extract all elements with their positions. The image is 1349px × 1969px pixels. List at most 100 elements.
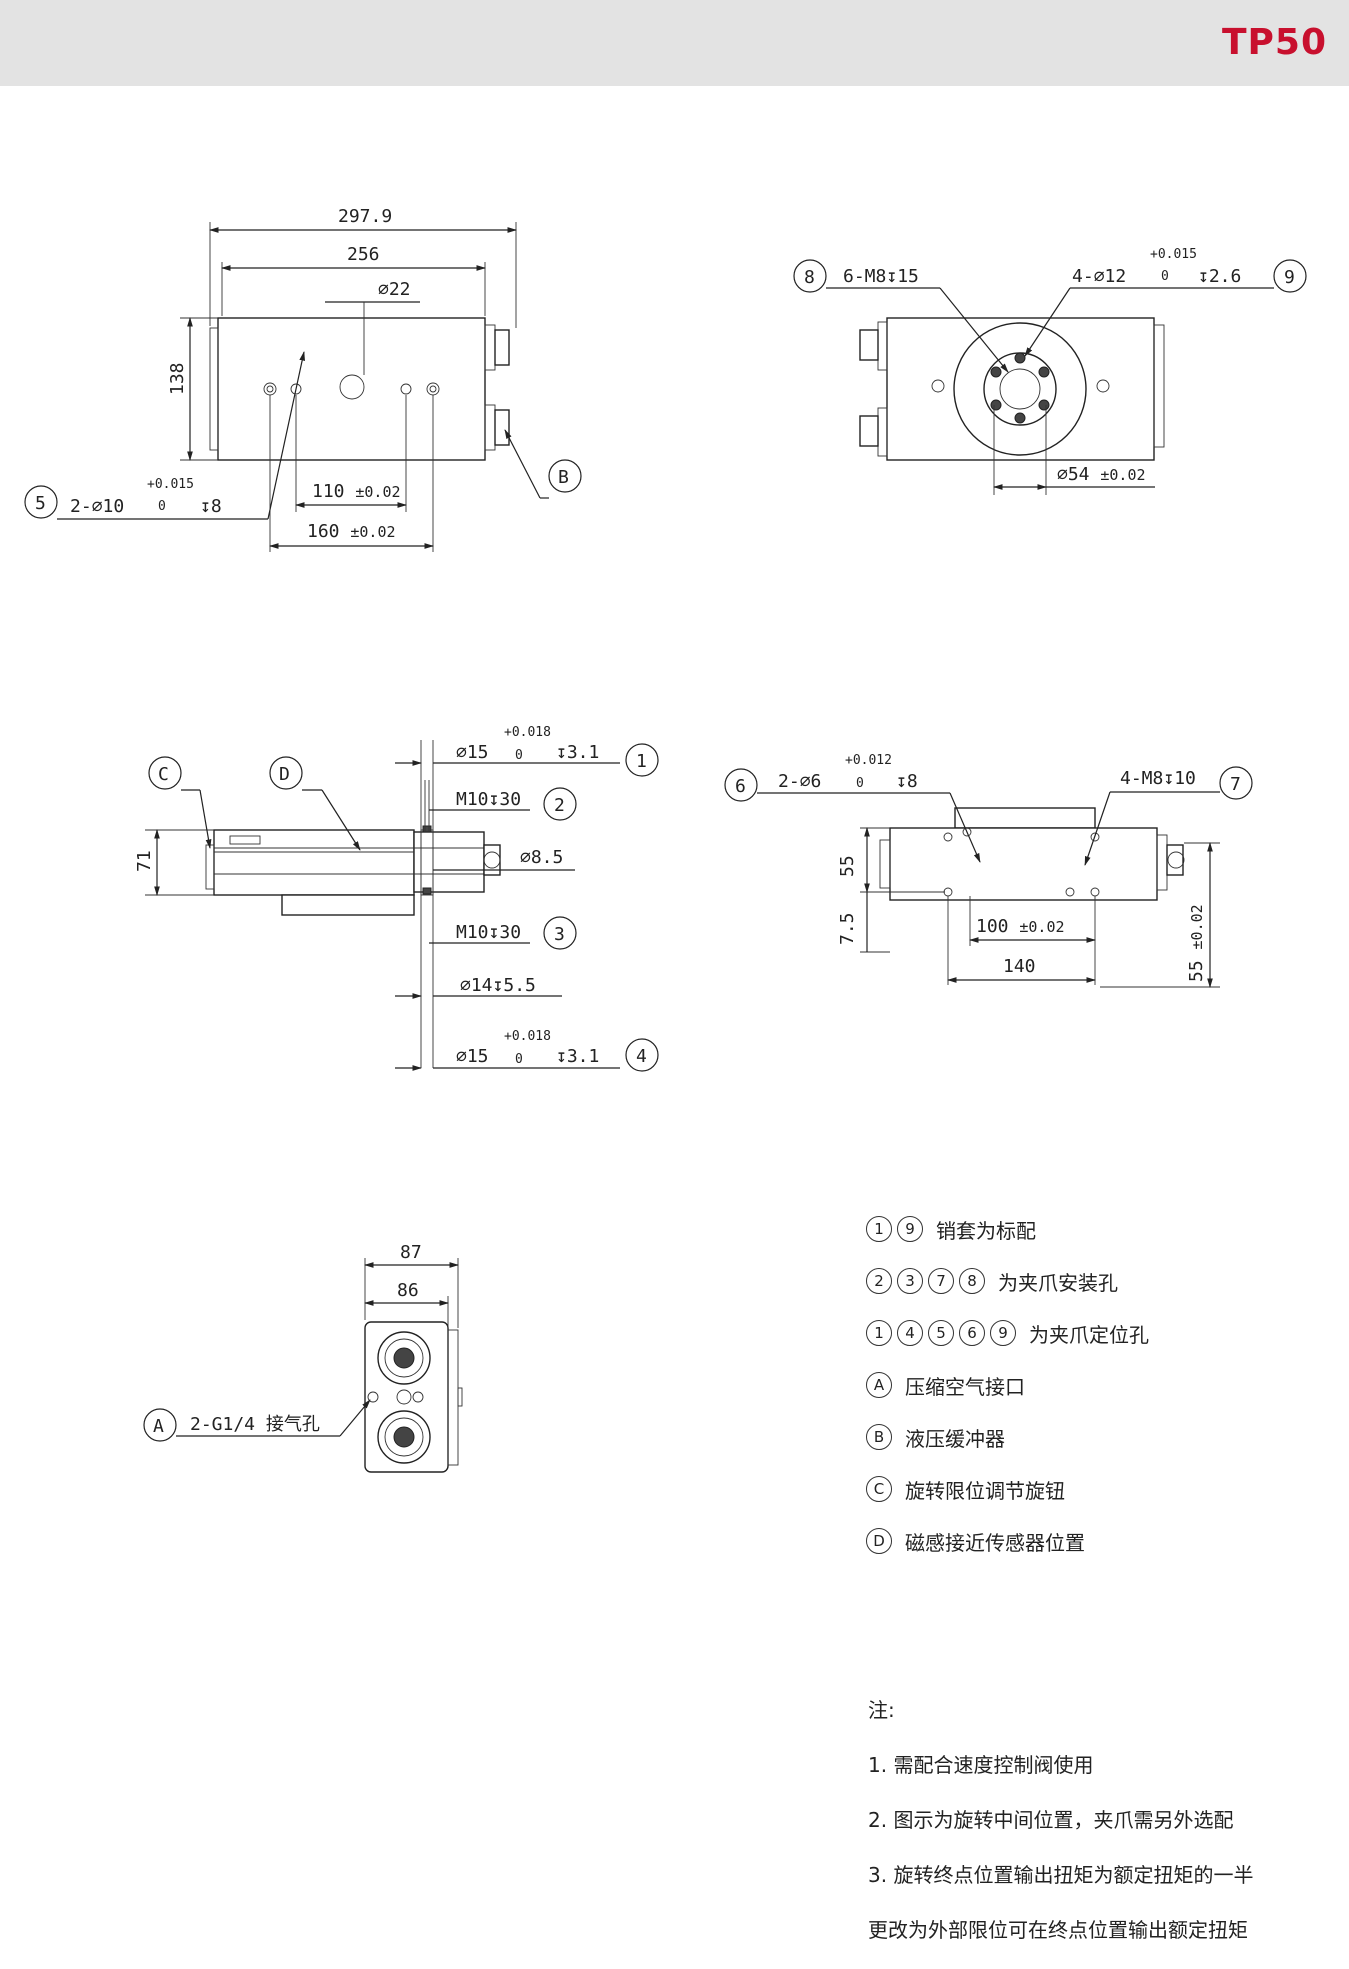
legend-callout-number: 6 [959,1320,985,1346]
svg-text:4-⌀12: 4-⌀12 [1072,266,1126,287]
legend-text: 磁感接近传感器位置 [905,1530,1085,1555]
legend-row: A 压缩空气接口 [866,1371,1149,1399]
svg-text:⌀8.5: ⌀8.5 [520,847,563,868]
dim-body-length: 256 [347,244,380,265]
svg-text:↧2.6: ↧2.6 [1198,266,1241,287]
legend-callout-number: 9 [897,1216,923,1242]
svg-text:+0.012: +0.012 [845,753,892,768]
svg-text:2-⌀6: 2-⌀6 [778,771,821,792]
svg-text:2-G1/4 接气孔: 2-G1/4 接气孔 [190,1414,320,1435]
svg-text:2-⌀10: 2-⌀10 [70,496,124,517]
svg-text:0: 0 [856,776,864,791]
svg-text:0: 0 [158,499,166,514]
legend-row: D 磁感接近传感器位置 [866,1527,1149,1555]
svg-text:+0.015: +0.015 [1150,247,1197,262]
svg-text:55: 55 [837,855,858,877]
svg-text:0: 0 [1161,269,1169,284]
svg-text:1: 1 [636,751,647,772]
svg-text:2: 2 [554,795,565,816]
svg-text:↧8: ↧8 [200,496,222,517]
svg-text:87: 87 [400,1242,422,1263]
legend-callout-number: 8 [959,1268,985,1294]
svg-text:M10↧30: M10↧30 [456,789,521,810]
legend-callout-number: 1 [866,1320,892,1346]
legend-callout-number: 3 [897,1268,923,1294]
svg-text:0: 0 [515,748,523,763]
legend-callout-number: B [866,1424,892,1450]
legend-text: 旋转限位调节旋钮 [905,1478,1065,1503]
svg-text:+0.018: +0.018 [504,725,551,740]
top-view: 297.9 256 ⌀22 138 110 ±0.02 160 ±0.02 5 … [24,206,582,552]
port-view: 87 86 A 2-G1/4 接气孔 [143,1242,463,1473]
legend-callout-number: D [866,1528,892,1554]
svg-text:7.5: 7.5 [837,912,858,945]
svg-text:A: A [153,1416,164,1437]
legend-text: 为夹爪安装孔 [998,1270,1118,1295]
svg-text:6-M8↧15: 6-M8↧15 [843,266,919,287]
note-line-4: 更改为外部限位可在终点位置输出额定扭矩 [868,1918,1248,1942]
legend-row: C 旋转限位调节旋钮 [866,1475,1149,1503]
svg-text:7: 7 [1230,774,1241,795]
svg-text:D: D [279,764,290,785]
svg-text:86: 86 [397,1280,419,1301]
header-bar [0,0,1349,86]
legend-callout-number: 2 [866,1268,892,1294]
dim-overall-length: 297.9 [338,206,392,227]
svg-text:B: B [558,467,569,488]
side-view: 71 C D ⌀15 +0.018 0 ↧3.1 1 M10↧30 2 ⌀8.5… [134,725,659,1072]
svg-text:6: 6 [735,776,746,797]
svg-text:100 ±0.02: 100 ±0.02 [976,916,1065,937]
svg-text:55 ±0.02: 55 ±0.02 [1186,904,1207,982]
svg-text:9: 9 [1284,267,1295,288]
svg-text:M10↧30: M10↧30 [456,922,521,943]
legend-callout-number: C [866,1476,892,1502]
note-line-3: 3. 旋转终点位置输出扭矩为额定扭矩的一半 [868,1863,1254,1887]
svg-text:↧3.1: ↧3.1 [556,742,599,763]
dim-height: 138 [167,362,188,395]
svg-text:⌀14↧5.5: ⌀14↧5.5 [460,975,536,996]
legend-callout-number: 4 [897,1320,923,1346]
svg-text:8: 8 [804,267,815,288]
legend-callout-number: A [866,1372,892,1398]
legend-callout-number: 5 [928,1320,954,1346]
svg-text:3: 3 [554,924,565,945]
svg-text:4: 4 [636,1046,647,1067]
svg-text:⌀15: ⌀15 [456,1046,489,1067]
legend-callout-number: 9 [990,1320,1016,1346]
dim-center-hole: 22 [389,279,411,300]
legend-text: 液压缓冲器 [905,1426,1005,1451]
note-line-1: 1. 需配合速度控制阀使用 [868,1753,1094,1777]
svg-text:↧3.1: ↧3.1 [556,1046,599,1067]
svg-text:160 ±0.02: 160 ±0.02 [307,521,396,542]
svg-text:110 ±0.02: 110 ±0.02 [312,481,401,502]
svg-text:4-M8↧10: 4-M8↧10 [1120,768,1196,789]
end-view: 8 6-M8↧15 9 4-⌀12 +0.015 0 ↧2.6 ⌀54 ±0.0… [793,247,1307,495]
svg-text:0: 0 [515,1052,523,1067]
legend-text: 销套为标配 [936,1218,1036,1243]
svg-text:C: C [158,764,169,785]
svg-text:5: 5 [35,493,46,514]
svg-text:⌀22: ⌀22 [378,279,411,300]
legend-text: 压缩空气接口 [905,1374,1025,1399]
svg-text:+0.018: +0.018 [504,1029,551,1044]
bottom-view: 6 2-⌀6 +0.012 0 ↧8 7 4-M8↧10 55 7.5 100 … [724,753,1253,988]
svg-text:⌀54 ±0.02: ⌀54 ±0.02 [1057,464,1146,485]
svg-text:140: 140 [1003,956,1036,977]
svg-text:71: 71 [134,850,155,872]
notes: 注: 1. 需配合速度控制阀使用 2. 图示为旋转中间位置，夹爪需另外选配 3.… [868,1694,1253,1969]
note-line-2: 2. 图示为旋转中间位置，夹爪需另外选配 [868,1808,1234,1832]
legend-row: B 液压缓冲器 [866,1423,1149,1451]
legend-callout-number: 1 [866,1216,892,1242]
svg-text:↧8: ↧8 [896,771,918,792]
svg-text:⌀15: ⌀15 [456,742,489,763]
notes-title: 注: [868,1698,895,1722]
legend-callout-number: 7 [928,1268,954,1294]
model-code: TP50 [1221,22,1327,63]
legend-text: 为夹爪定位孔 [1029,1322,1149,1347]
svg-text:+0.015: +0.015 [147,477,194,492]
